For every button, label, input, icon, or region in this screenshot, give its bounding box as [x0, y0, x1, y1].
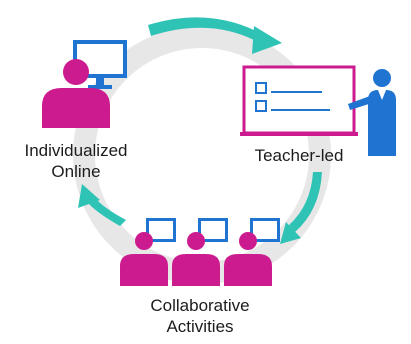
monitor-stand [96, 78, 104, 85]
label-teacher-led: Teacher-led [234, 145, 364, 166]
cycle-arrows [78, 17, 322, 244]
arrow-to-teacher-led-head [252, 26, 282, 54]
arrow-to-teacher-led [148, 17, 262, 42]
label-teacher-led-line-1: Teacher-led [254, 146, 344, 165]
label-individualized-online-line-2: Online [51, 162, 101, 181]
arrow-to-collaborative [289, 172, 322, 232]
person-body [42, 88, 110, 128]
person-head-right [239, 232, 257, 250]
teacher-head [373, 69, 391, 87]
person-body-right [224, 254, 272, 286]
label-collaborative-activities: Collaborative Activities [120, 295, 280, 337]
person-head [63, 59, 89, 85]
label-individualized-online: Individualized Online [0, 140, 152, 182]
label-collaborative-activities-line-2: Activities [166, 317, 234, 336]
teacher-at-whiteboard-icon [240, 65, 396, 156]
checkbox-2 [255, 100, 267, 112]
person-head-middle [187, 232, 205, 250]
arrow-to-individualized [86, 196, 126, 226]
person-body-middle [172, 254, 220, 286]
group-at-computers-icon [120, 218, 280, 286]
teacher-body [368, 90, 396, 156]
whiteboard-tray [240, 132, 358, 136]
person-at-computer-icon [42, 40, 127, 128]
person-head-left [135, 232, 153, 250]
arrow-to-individualized-head [78, 184, 100, 208]
label-individualized-online-line-1: Individualized [24, 141, 128, 160]
label-collaborative-activities-line-1: Collaborative [150, 296, 250, 315]
checkbox-1 [255, 82, 267, 94]
teacher-collar [378, 90, 386, 100]
monitor-base [88, 85, 112, 89]
person-body-left [120, 254, 168, 286]
teacher-pointing-arm [348, 96, 372, 110]
arrow-to-collaborative-head [280, 222, 301, 244]
